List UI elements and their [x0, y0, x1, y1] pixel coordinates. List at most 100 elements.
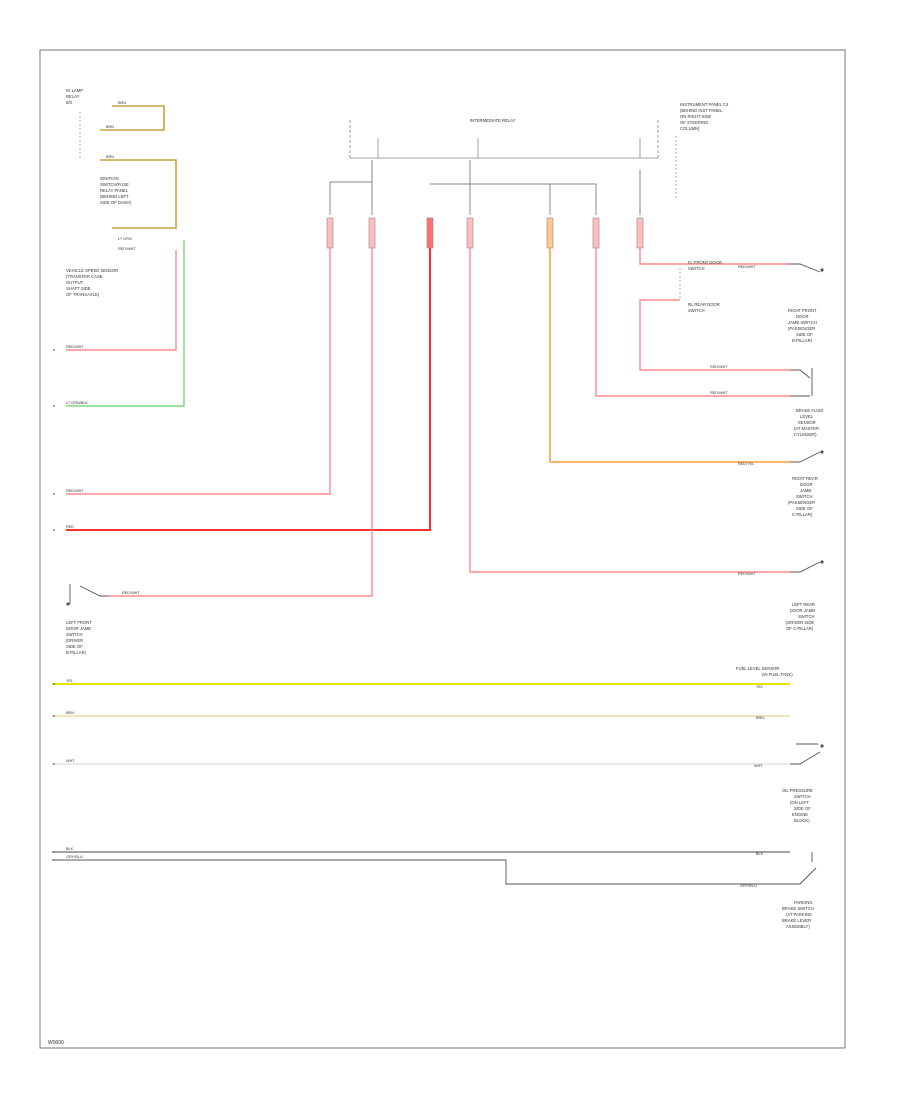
switch-brake-fluid: BRAKE FLUID LEVEL SENSOR (AT MASTER CYLI…: [790, 368, 823, 437]
label-fuel-1: FUEL LEVEL SENSOR: [736, 666, 779, 671]
wire-redwht-2: [108, 248, 373, 597]
label-br-3: SENSOR: [798, 420, 816, 425]
switch-left-front: LEFT FRONT DOOR JAMB SWITCH (DRIVER SIDE…: [66, 584, 108, 655]
label-relay: RELAY: [66, 94, 80, 99]
label-park-1: PARKING: [794, 900, 813, 905]
ig-lamp-relay-group: IG LAMP RELAY 5/K BRN BRN BRN IGNITION S…: [66, 88, 177, 297]
label-ig-lamp: IG LAMP: [66, 88, 83, 93]
label-rr-1: RIGHT REAR: [792, 476, 818, 481]
label-fuel-2: (IN FUEL TANK): [762, 672, 793, 677]
label-rf-5: SIDE OF: [796, 332, 813, 337]
label-ignition-3: RELAY PANEL: [100, 188, 129, 193]
label-speed-2: (TRANSFER CASE: [66, 274, 103, 279]
switch-right-rear: RIGHT REAR DOOR JAMB SWITCH (PASSENGER S…: [788, 450, 824, 517]
label-br-1: BRAKE FLUID: [796, 408, 823, 413]
wire-label-grybl-r: GRY/BLU: [740, 884, 757, 888]
switch-oil-pressure: OIL PRESSURE SWITCH (ON LEFT SIDE OF ENG…: [782, 743, 824, 823]
label-br-4: (AT MASTER: [794, 426, 819, 431]
label-fl-4: SWITCH: [688, 308, 705, 313]
label-rr-3: JAMB: [800, 488, 811, 493]
wire-red-1: [66, 248, 431, 531]
left-pin-markers: [53, 349, 55, 861]
label-lr-1: LEFT REAR: [792, 602, 815, 607]
wire-label-redwht-e: RED/WHT: [738, 572, 756, 576]
wire-tan-loop-1: [100, 105, 165, 131]
label-lf-4: (DRIVER: [66, 638, 83, 643]
wire-label-redwht-h: RED/WHT: [710, 391, 728, 395]
wire-label-red: RED: [66, 525, 74, 529]
label-lr-2: DOOR JAMB: [790, 608, 815, 613]
wire-label-blk-r: BLK: [756, 852, 764, 856]
wire-label-yel-r: YEL: [756, 685, 763, 689]
label-rf-3: JAMB SWITCH: [788, 320, 817, 325]
wire-grybl: [52, 859, 790, 885]
bus-right: [430, 160, 471, 185]
label-rf-4: (PASSENGER: [788, 326, 815, 331]
label-rf-6: B-PILLAR): [792, 338, 813, 343]
intermediate-relay: INTERMEDIATE RELAY INSTRUMENT PANEL C4 (…: [349, 102, 729, 200]
label-lr-5: OF C-PILLAR): [786, 626, 814, 631]
label-ip-3: ON RIGHT SIDE: [680, 114, 712, 119]
bus-right-2: [470, 183, 597, 215]
wire-label-wht-r: WHT: [754, 764, 763, 768]
wire-label-grybl-l: GRY/BLU: [66, 855, 83, 859]
wire-tan-loop-2: [100, 159, 177, 229]
wire-label-redwht-a: RED/WHT: [118, 247, 136, 251]
label-rr-5: (PASSENGER: [788, 500, 815, 505]
wire-label-blk-l: BLK: [66, 847, 74, 851]
switch-parking-brake: PARKING BRAKE SWITCH (AT PARKING BRAKE L…: [782, 852, 817, 929]
label-5k: 5/K: [66, 100, 72, 105]
wire-label-redyel: RED/YEL: [738, 462, 754, 466]
label-ip-1: INSTRUMENT PANEL C4: [680, 102, 729, 107]
label-ip-4: OF STEERING: [680, 120, 708, 125]
label-lf-3: SWITCH: [66, 632, 83, 637]
label-lf-6: B-PILLAR): [66, 650, 87, 655]
label-rr-2: DOOR: [800, 482, 813, 487]
wire-pink-speed: [66, 250, 177, 351]
label-ignition: IGNITION: [100, 176, 119, 181]
wire-label-redwht-f: RED/WHT: [738, 265, 756, 269]
label-oil-5: ENGINE: [792, 812, 808, 817]
label-park-3: (AT PARKING: [786, 912, 812, 917]
switch-left-rear: LEFT REAR DOOR JAMB SWITCH (DRIVER SIDE …: [786, 560, 824, 631]
label-lf-5: SIDE OF: [66, 644, 83, 649]
label-park-4: BRAKE LEVER: [782, 918, 811, 923]
wire-label-brn-2: BRN: [106, 125, 114, 129]
label-ignition-4: (BEHIND LEFT: [100, 194, 129, 199]
wire-label-brn-1: BRN: [118, 101, 126, 105]
switch-right-front: RIGHT FRONT DOOR JAMB SWITCH (PASSENGER …: [788, 263, 824, 343]
wire-label-redwht-d: RED/WHT: [122, 591, 140, 595]
label-park-2: BRAKE SWITCH: [782, 906, 814, 911]
diagram-border: [39, 49, 846, 1049]
connector-stubs: [326, 217, 644, 249]
label-oil-4: SIDE OF: [794, 806, 811, 811]
label-speed-sensor: VEHICLE SPEED SENSOR: [66, 268, 118, 273]
label-br-5: CYLINDER): [794, 432, 817, 437]
label-fl-3: RL REAR DOOR: [688, 302, 720, 307]
diagram-code: W0000: [48, 1040, 64, 1046]
wire-label-wht-l: WHT: [66, 759, 75, 763]
label-rf-2: DOOR: [796, 314, 809, 319]
wire-redwht-6: [595, 248, 790, 397]
wire-label-brn-r: BRN: [756, 716, 764, 720]
label-ip-2: (BEHIND INST PANEL: [680, 108, 723, 113]
wire-label-brn-l: BRN: [66, 711, 74, 715]
wire-label-brn-3: BRN: [106, 155, 114, 159]
label-rr-7: C-PILLAR): [792, 512, 813, 517]
label-oil-3: (ON LEFT: [790, 800, 810, 805]
wire-redwht-4: [639, 248, 790, 265]
wire-redyel: [549, 248, 790, 463]
wire-label-ltgrnblk: LT GRN/BLK: [66, 401, 88, 405]
label-br-2: LEVEL: [800, 414, 814, 419]
label-lr-4: (DRIVER SIDE: [786, 620, 814, 625]
label-oil-1: OIL PRESSURE: [782, 788, 813, 793]
wire-label-redwht-c: RED/WHT: [66, 489, 84, 493]
label-oil-2: SWITCH: [794, 794, 811, 799]
label-speed-4: SHAFT SIDE: [66, 286, 91, 291]
label-lf-2: DOOR JAMB: [66, 626, 91, 631]
wire-green-speed: [66, 240, 185, 407]
label-lf-1: LEFT FRONT: [66, 620, 92, 625]
label-park-5: ASSEMBLY): [786, 924, 810, 929]
wire-redwht-1: [66, 248, 331, 495]
label-lr-3: SWITCH: [798, 614, 815, 619]
